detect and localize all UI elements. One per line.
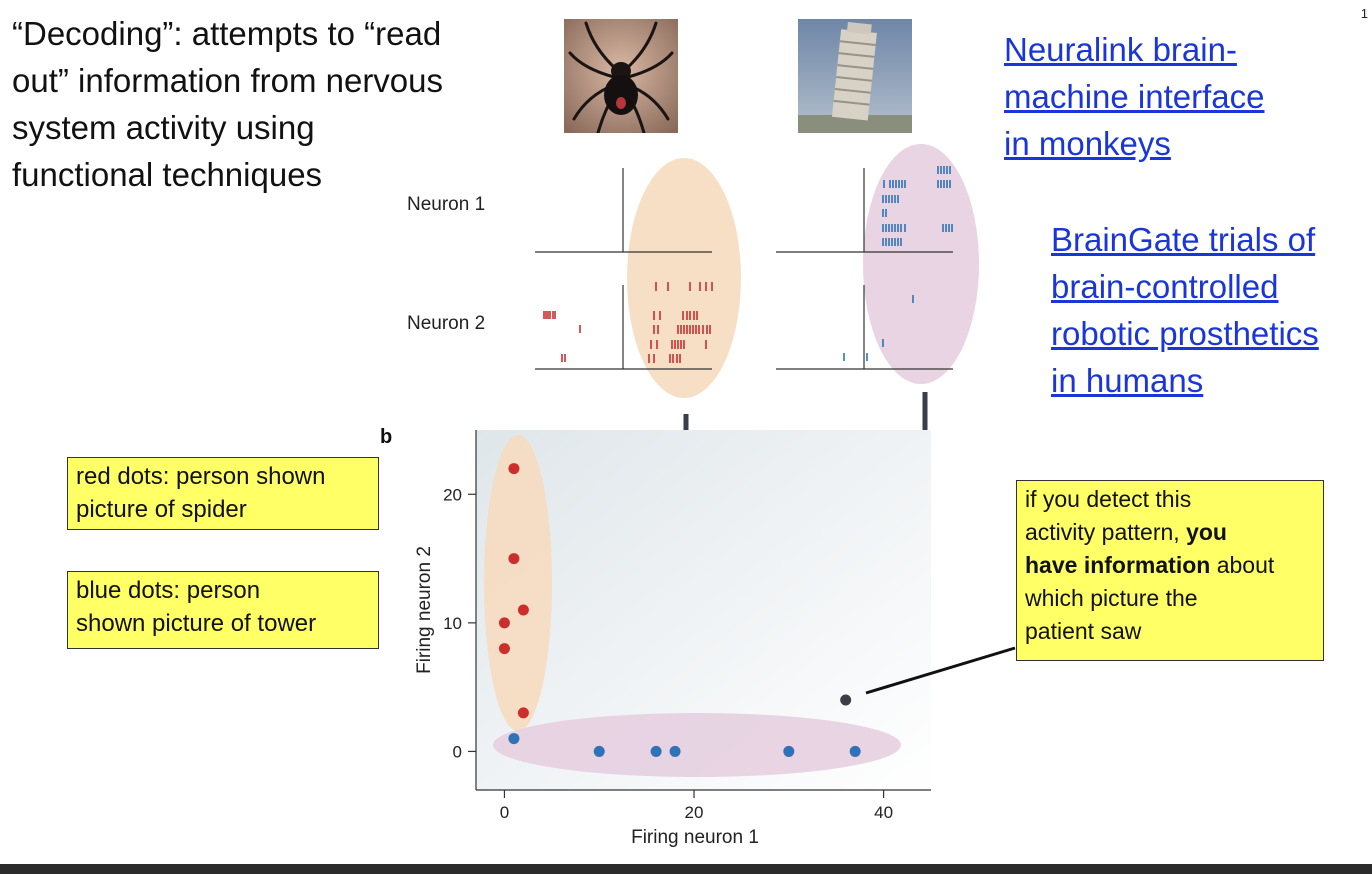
red-dots-note: red dots: person shown picture of spider xyxy=(67,457,379,530)
data-point xyxy=(517,707,529,719)
data-point xyxy=(498,617,510,629)
spider-response-ellipse xyxy=(627,158,741,398)
slide-title: “Decoding”: attempts to “read out” infor… xyxy=(12,10,443,198)
title-line-1: “Decoding”: attempts to “read xyxy=(12,15,442,52)
leaning-tower-photo xyxy=(798,19,912,133)
x-tick-label: 0 xyxy=(500,803,509,822)
blue-cluster-ellipse xyxy=(493,713,901,777)
note-line: shown picture of tower xyxy=(76,610,317,637)
x-axis-label: Firing neuron 1 xyxy=(631,827,759,848)
link-line: in humans xyxy=(1051,362,1204,399)
neuralink-link[interactable]: Neuralink brain- machine interface in mo… xyxy=(1004,26,1264,167)
note-line: blue dots: person xyxy=(76,577,261,604)
note-line: picture of spider xyxy=(76,496,247,523)
data-point xyxy=(498,643,510,655)
note-text: activity pattern, xyxy=(1025,519,1187,545)
data-point xyxy=(650,745,662,757)
link-line: BrainGate trials of xyxy=(1051,221,1316,258)
link-line: in monkeys xyxy=(1004,125,1171,162)
tower-response-ellipse xyxy=(863,144,979,384)
blue-dots-note: blue dots: person shown picture of tower xyxy=(67,571,379,649)
link-line: brain-controlled xyxy=(1051,268,1279,305)
pointer-line xyxy=(865,646,1016,695)
title-line-3: system activity using xyxy=(12,109,315,146)
x-tick-label: 20 xyxy=(685,803,704,822)
raster-axes xyxy=(535,168,953,370)
bottom-bar xyxy=(0,864,1372,874)
note-line: which picture the xyxy=(1025,585,1198,611)
scatter-plot: 0 20 40 0 10 20 Firing neuron 1 Firing neuron… xyxy=(414,430,1016,848)
spider-photo xyxy=(564,19,678,133)
y-tick-label: 0 xyxy=(453,742,462,761)
x-tick-label: 40 xyxy=(874,803,893,822)
y-tick-label: 10 xyxy=(443,614,462,633)
data-point xyxy=(840,694,852,706)
note-text: about xyxy=(1210,552,1275,578)
note-bold: you xyxy=(1186,519,1227,545)
note-bold: have information xyxy=(1025,552,1211,578)
data-point xyxy=(669,745,681,757)
note-line: patient saw xyxy=(1025,618,1142,644)
data-point xyxy=(593,745,605,757)
data-point xyxy=(783,745,795,757)
raster-spikes xyxy=(543,166,953,363)
note-line: have information about xyxy=(1025,549,1315,582)
braingate-link[interactable]: BrainGate trials of brain-controlled rob… xyxy=(1051,216,1319,404)
link-line: robotic prosthetics xyxy=(1051,315,1319,352)
y-axis-label: Firing neuron 2 xyxy=(414,546,435,674)
data-point xyxy=(517,604,529,616)
title-line-2: out” information from nervous xyxy=(12,62,444,99)
panel-label: b xyxy=(380,426,392,448)
note-line: red dots: person shown xyxy=(76,463,326,490)
note-line: if you detect this xyxy=(1025,486,1192,512)
link-line: machine interface xyxy=(1004,78,1265,115)
axis-ticks: 0 20 40 0 10 20 xyxy=(443,485,893,822)
data-points xyxy=(498,463,861,757)
y-tick-label: 20 xyxy=(443,485,462,504)
data-point xyxy=(508,733,520,745)
note-line: activity pattern, you xyxy=(1025,516,1315,549)
neuron1-label: Neuron 1 xyxy=(407,194,485,215)
page-number: 1 xyxy=(1360,6,1368,21)
data-point xyxy=(508,463,520,475)
detect-pattern-note: if you detect this activity pattern, you… xyxy=(1016,480,1324,661)
data-point xyxy=(849,745,861,757)
red-cluster-ellipse xyxy=(484,435,552,731)
title-line-4: functional techniques xyxy=(12,156,323,193)
data-point xyxy=(508,553,520,565)
neuron2-label: Neuron 2 xyxy=(407,313,485,334)
link-line: Neuralink brain- xyxy=(1004,31,1237,68)
